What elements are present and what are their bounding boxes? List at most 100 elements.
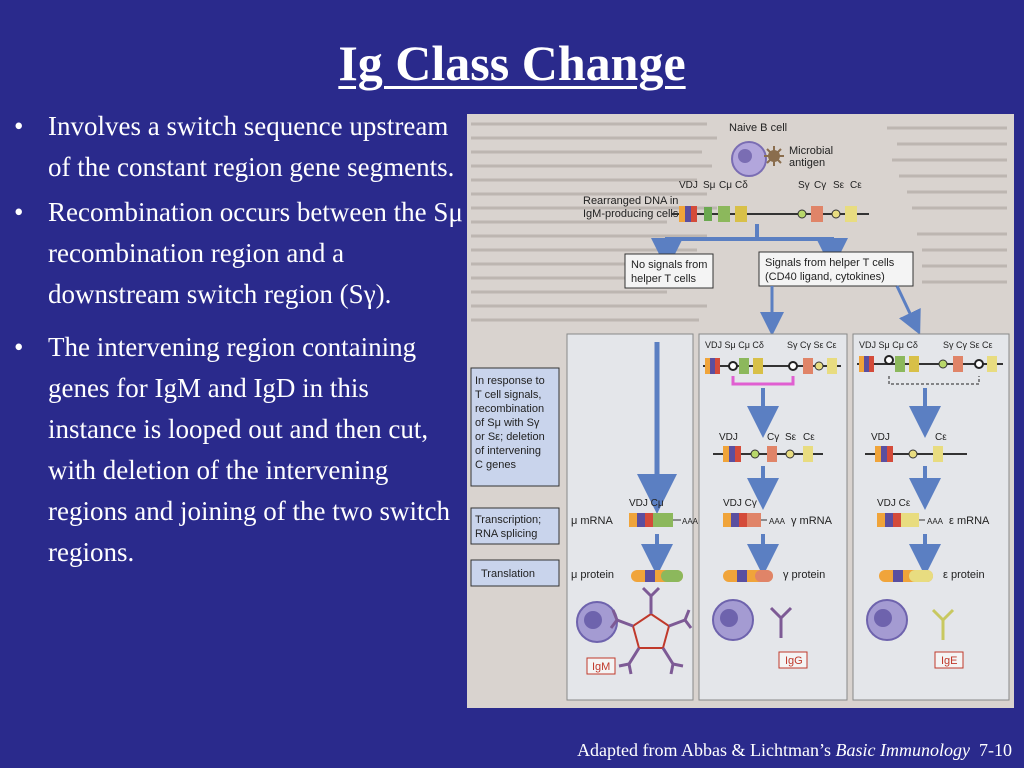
rearranged-dna-label-2: IgM-producing cells <box>583 208 679 220</box>
igm-mrna-gene-label: VDJ Cμ <box>629 498 664 509</box>
igg-label: IgG <box>785 655 803 667</box>
igm-mrna-strand <box>629 513 681 527</box>
svg-text:Cμ: Cμ <box>719 180 732 191</box>
igg-protein-bar <box>723 570 773 582</box>
step-translation-label: Translation <box>481 568 535 580</box>
igg-top-gene-label-2: Sγ Cγ Sε Cε <box>787 340 837 350</box>
svg-text:T cell signals,: T cell signals, <box>475 389 541 401</box>
ige-plasma-cell-icon <box>866 599 908 641</box>
bullet-item: • Involves a switch sequence upstream of … <box>14 106 464 188</box>
bullet-marker: • <box>14 197 24 227</box>
svg-text:Sε: Sε <box>785 432 797 443</box>
igm-aaa-label: AAA <box>682 517 699 526</box>
igg-label-box <box>778 651 808 669</box>
svg-text:Cγ: Cγ <box>814 180 826 191</box>
igg-dna-before <box>703 358 841 374</box>
ige-antibody-icon <box>931 608 955 640</box>
class-switch-figure: Naive B cell Microbial antigen Rearrange… <box>467 114 1014 708</box>
igm-label-box <box>586 657 616 675</box>
igm-protein-bar <box>631 570 683 582</box>
microbial-antigen-icon <box>764 146 784 166</box>
svg-text:VDJ: VDJ <box>719 432 738 443</box>
ige-label-box <box>934 651 964 669</box>
signals-label-2: (CD40 ligand, cytokines) <box>765 271 885 283</box>
svg-text:Cε: Cε <box>803 432 815 443</box>
signals-box <box>758 251 914 287</box>
credit-page: 7-10 <box>979 740 1012 760</box>
svg-text:Cγ: Cγ <box>767 432 779 443</box>
antigen-label: antigen <box>789 157 825 169</box>
bullet-list: • Involves a switch sequence upstream of … <box>14 106 464 573</box>
svg-text:or Sε; deletion: or Sε; deletion <box>475 431 545 443</box>
svg-text:In response to: In response to <box>475 375 545 387</box>
ige-mrna-gene-label: VDJ Cε <box>877 498 911 509</box>
svg-text:Sγ: Sγ <box>798 180 810 191</box>
igg-deletion-loop <box>731 376 795 386</box>
source-credit: Adapted from Abbas & Lichtman’s Basic Im… <box>577 738 1012 762</box>
igg-mrna-gene-label: VDJ Cγ <box>723 498 757 509</box>
igg-mrna-label: γ mRNA <box>791 515 833 527</box>
naive-b-cell-label: Naive B cell <box>729 122 787 134</box>
ige-protein-label: ε protein <box>943 569 985 581</box>
bullet-item: • The intervening region containing genes… <box>14 327 464 573</box>
signal-arrow-right <box>895 285 921 335</box>
bullet-text: The intervening region containing genes … <box>48 332 450 567</box>
bullet-marker: • <box>14 332 24 362</box>
top-gene-labels: VDJ Sμ Cμ Cδ Sγ Cγ Sε Cε <box>679 180 862 191</box>
svg-text:Sμ: Sμ <box>703 180 716 191</box>
class-switch-diagram: Naive B cell Microbial antigen Rearrange… <box>470 122 1010 701</box>
svg-text:Sε: Sε <box>833 180 845 191</box>
no-signals-box <box>624 253 714 289</box>
step-recombination-box <box>470 367 560 487</box>
ige-dna-ce-label: Cε <box>935 432 947 443</box>
ige-dna-before <box>857 355 1003 372</box>
ige-dna-after <box>865 446 967 462</box>
step-transcription-label-2: RNA splicing <box>475 528 537 540</box>
ige-dna-vdj-label: VDJ <box>871 432 890 443</box>
credit-prefix: Adapted from Abbas & Lichtman’s <box>577 740 836 760</box>
igm-label: IgM <box>592 661 610 673</box>
igg-antibody-icon <box>769 606 793 638</box>
igm-mrna-label: μ mRNA <box>571 515 613 527</box>
step-transcription-label-1: Transcription; <box>475 514 541 526</box>
igg-dna-after-labels: VDJ Cγ Sε Cε <box>719 432 815 443</box>
naive-b-cell-nucleus <box>738 149 752 163</box>
igg-top-gene-label-1: VDJ Sμ Cμ Cδ <box>705 340 764 350</box>
ige-mrna-strand <box>877 513 925 527</box>
ige-top-gene-label-1: VDJ Sμ Cμ Cδ <box>859 340 918 350</box>
igg-aaa-label: AAA <box>769 517 786 526</box>
bullet-item: • Recombination occurs between the Sμ rec… <box>14 192 464 315</box>
igg-mrna-strand <box>723 513 767 527</box>
rearranged-dna-label-1: Rearranged DNA in <box>583 195 678 207</box>
ige-mrna-label: ε mRNA <box>949 515 990 527</box>
step-transcription-box <box>470 507 560 545</box>
top-dna-strand <box>671 206 869 222</box>
svg-text:recombination: recombination <box>475 403 544 415</box>
bullet-text: Involves a switch sequence upstream of t… <box>48 111 455 182</box>
igm-protein-label: μ protein <box>571 569 614 581</box>
background-page-texture <box>471 122 1007 322</box>
no-signals-label-1: No signals from <box>631 259 707 271</box>
branch-arrow-left <box>651 224 759 270</box>
svg-text:of Sμ with Sγ: of Sμ with Sγ <box>475 417 540 429</box>
igg-plasma-cell-icon <box>712 599 754 641</box>
ige-aaa-label: AAA <box>927 517 944 526</box>
bullet-marker: • <box>14 111 24 141</box>
igg-protein-label: γ protein <box>783 569 825 581</box>
svg-text:of intervening: of intervening <box>475 445 541 457</box>
igm-plasma-cell-icon <box>576 601 618 643</box>
slide-title: Ig Class Change <box>0 30 1024 96</box>
ige-deletion-loop <box>888 376 980 385</box>
igg-dna-after <box>713 446 823 462</box>
svg-text:C genes: C genes <box>475 459 516 471</box>
microbial-label: Microbial <box>789 145 833 157</box>
slide-title-text: Ig Class Change <box>338 35 686 91</box>
bullet-text: Recombination occurs between the Sμ reco… <box>48 197 463 309</box>
branch-arrow-right <box>757 237 848 270</box>
ige-top-gene-label-2: Sγ Cγ Sε Cε <box>943 340 993 350</box>
svg-text:Cε: Cε <box>850 180 862 191</box>
no-signals-label-2: helper T cells <box>631 273 697 285</box>
ige-label: IgE <box>941 655 958 667</box>
credit-book-title: Basic Immunology <box>835 740 970 760</box>
svg-text:Cδ: Cδ <box>735 180 748 191</box>
